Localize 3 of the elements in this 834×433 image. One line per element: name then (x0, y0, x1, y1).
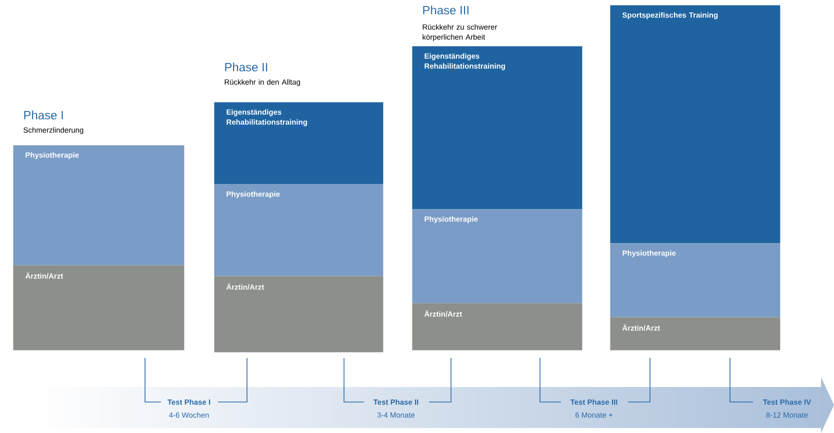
phase-heading: Phase II (225, 62, 268, 72)
phase-heading: Phase III (423, 6, 468, 14)
phase-heading: Phase I (24, 110, 63, 120)
